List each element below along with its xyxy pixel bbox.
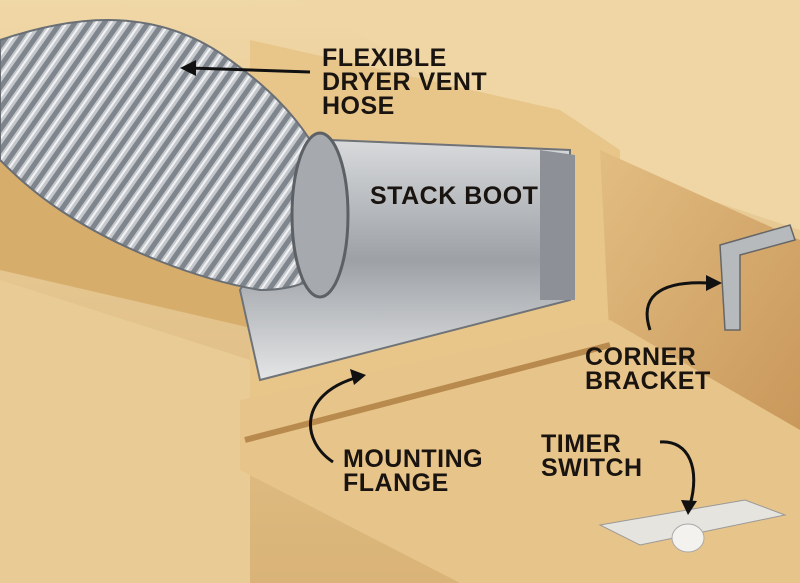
flange-arrow — [309, 376, 356, 464]
callout-arrows — [189, 66, 711, 506]
hose-clamp — [290, 131, 350, 299]
timer-switch-knob — [671, 523, 705, 553]
label-line: CORNER — [585, 343, 697, 371]
bracket-arrow — [645, 281, 711, 331]
label-line: FLANGE — [343, 469, 449, 497]
switch-arrow — [659, 440, 696, 506]
stack-boot-flange — [540, 150, 575, 300]
label-mounting-flange: MOUNTING FLANGE — [343, 445, 484, 497]
label-line: MOUNTING — [343, 445, 484, 473]
flange-groove — [244, 342, 611, 443]
label-corner-bracket: CORNER BRACKET — [585, 343, 711, 395]
label-flexible-dryer-vent-hose: FLEXIBLE DRYER VENT HOSE — [322, 44, 488, 120]
corner-bracket — [719, 224, 796, 331]
label-timer-switch: TIMER SWITCH — [541, 430, 643, 482]
label-stack-boot: STACK BOOT — [370, 182, 539, 210]
label-line: BRACKET — [585, 367, 711, 395]
hose-arrow — [189, 66, 311, 74]
label-line: FLEXIBLE — [322, 44, 447, 72]
label-line: DRYER VENT — [322, 68, 488, 96]
timer-switch-plate — [598, 499, 787, 546]
label-line: HOSE — [322, 92, 395, 120]
joist-lower-left — [0, 280, 250, 583]
label-line: TIMER — [541, 430, 622, 458]
label-line: SWITCH — [541, 454, 643, 482]
